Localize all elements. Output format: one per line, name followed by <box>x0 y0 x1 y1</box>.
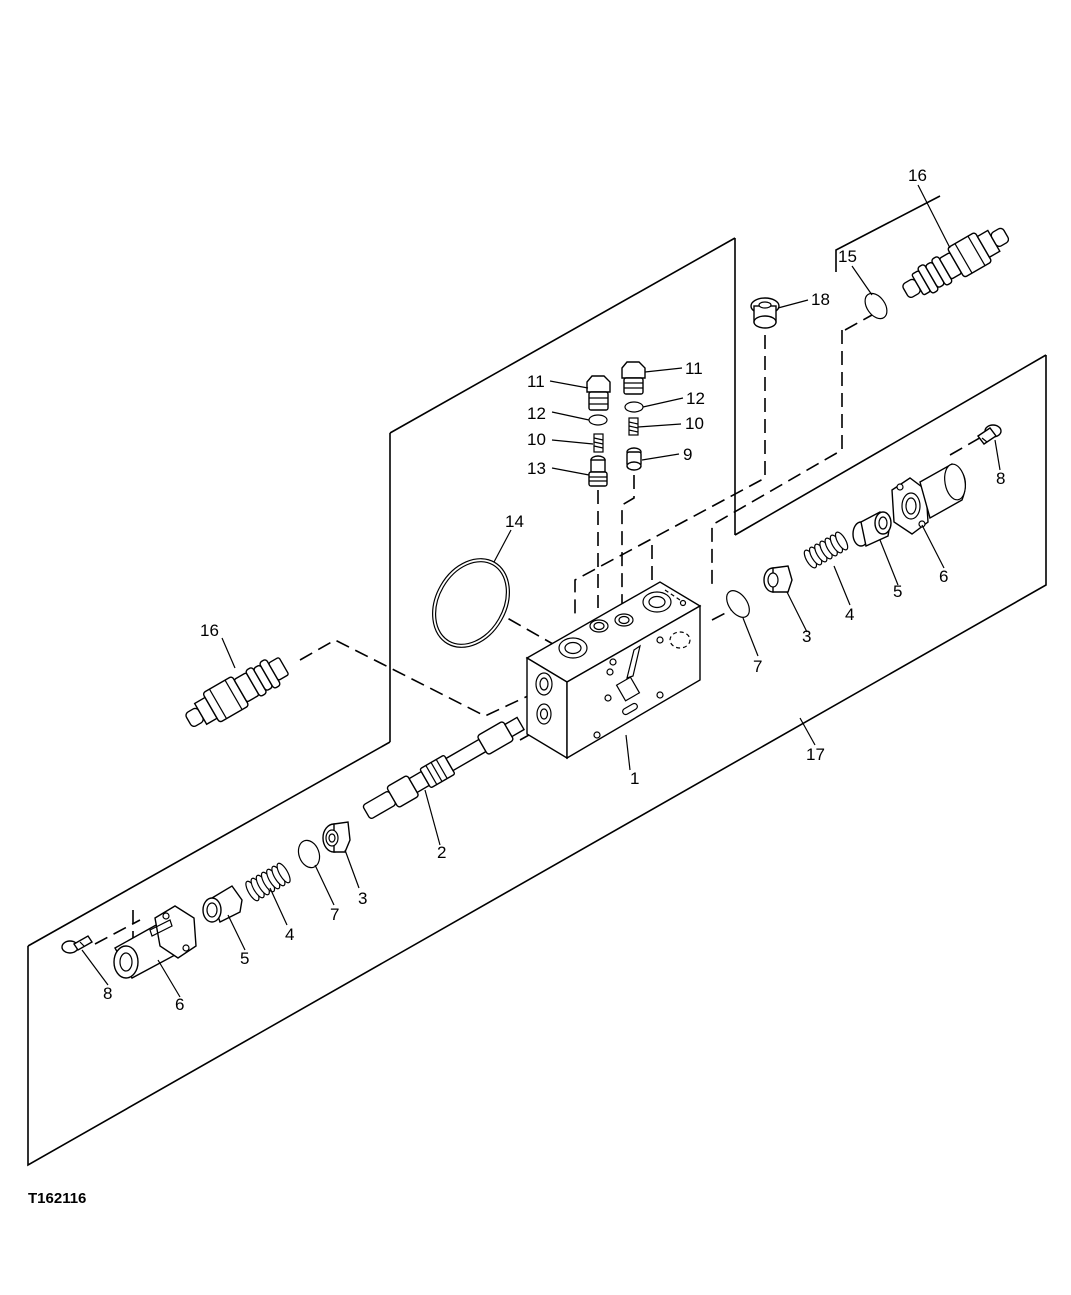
callout-12-left: 12 <box>527 404 546 423</box>
figure-id: T162116 <box>28 1190 86 1207</box>
callout-9: 9 <box>683 445 692 464</box>
callout-10-right: 10 <box>685 414 704 433</box>
callout-15: 15 <box>838 247 857 266</box>
callout-6-left: 6 <box>175 995 184 1014</box>
poppet-13 <box>588 455 608 487</box>
spring-10-left <box>593 433 604 453</box>
callout-1: 1 <box>630 769 639 788</box>
callout-7-right: 7 <box>753 657 762 676</box>
callout-5-left: 5 <box>240 949 249 968</box>
callout-labels: 1 2 3 3 4 4 5 5 6 6 7 7 8 8 9 10 10 11 1… <box>103 166 1005 1014</box>
spool <box>362 716 525 820</box>
callout-12-right: 12 <box>686 389 705 408</box>
callout-14: 14 <box>505 512 524 531</box>
large-o-ring <box>432 558 510 648</box>
relief-valve-right <box>902 227 1010 299</box>
callout-8-right: 8 <box>996 469 1005 488</box>
spring-seat-5-left <box>202 885 243 923</box>
callout-11-right: 11 <box>685 359 703 378</box>
spring-10-right <box>628 417 639 436</box>
o-ring-7-right <box>726 590 750 618</box>
bolt-8-right <box>976 424 1002 445</box>
callout-3-right: 3 <box>802 627 811 646</box>
callout-7-left: 7 <box>330 905 339 924</box>
cap-11-right <box>621 361 646 395</box>
spring-4-left <box>245 862 291 902</box>
callout-6-right: 6 <box>939 567 948 586</box>
callout-8-left: 8 <box>103 984 112 1003</box>
valve-body <box>525 581 702 760</box>
kit-outline <box>27 237 1047 1167</box>
callout-4-left: 4 <box>285 925 294 944</box>
callout-5-right: 5 <box>893 582 902 601</box>
callout-13: 13 <box>527 459 546 478</box>
callout-3-left: 3 <box>358 889 367 908</box>
seat-3-left <box>322 821 351 853</box>
callout-10-left: 10 <box>527 430 546 449</box>
seat-3-right <box>763 565 793 593</box>
assembly-centerlines <box>94 314 991 945</box>
spring-4-right <box>803 531 849 569</box>
poppet-9 <box>626 447 642 471</box>
cap-6-right <box>891 463 966 535</box>
cap-6-left <box>113 905 197 979</box>
ring-12-left <box>588 414 608 426</box>
callout-18: 18 <box>811 290 830 309</box>
callout-16-right: 16 <box>908 166 927 185</box>
relief-valve-left <box>185 657 289 728</box>
plug-18 <box>750 297 780 329</box>
leader-lines <box>81 184 1001 998</box>
o-ring-15 <box>864 292 888 320</box>
disc-7-left <box>297 839 321 869</box>
callout-2: 2 <box>437 843 446 862</box>
bolt-8-left <box>61 935 93 954</box>
callout-11-left: 11 <box>527 372 545 391</box>
ring-12-right <box>624 401 644 413</box>
callout-17: 17 <box>806 745 825 764</box>
callout-16-left: 16 <box>200 621 219 640</box>
callout-4-right: 4 <box>845 605 854 624</box>
cap-11-left <box>586 375 611 411</box>
spring-seat-5-right <box>852 511 892 547</box>
bracket-16-upper <box>835 195 941 272</box>
